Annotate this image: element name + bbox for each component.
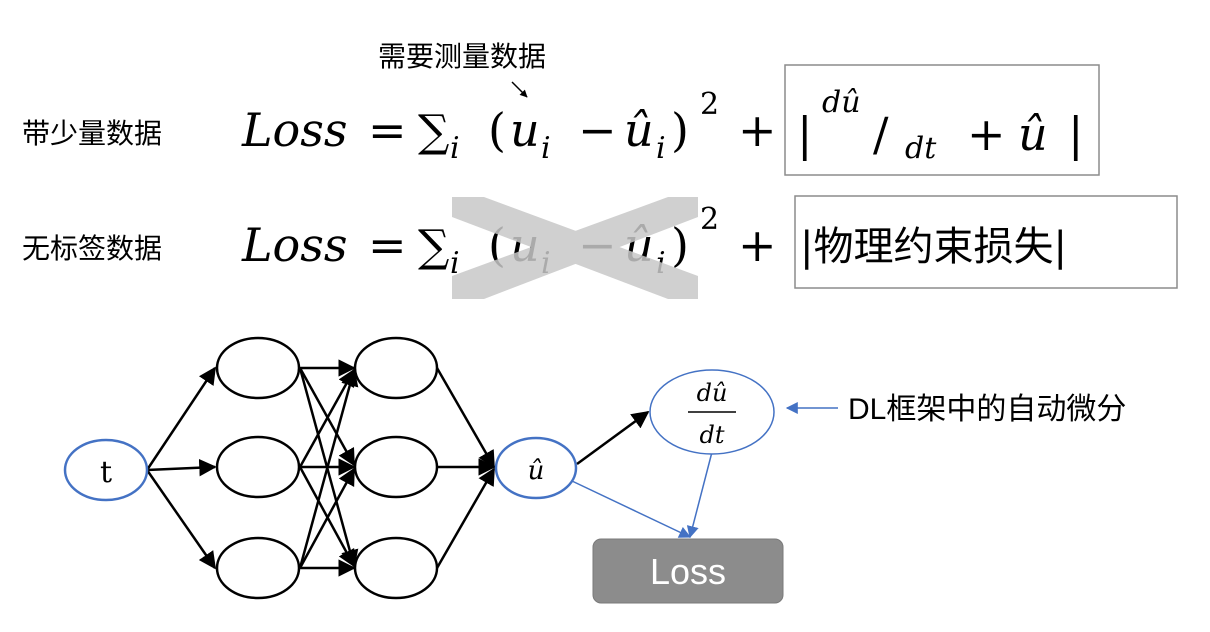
top-note-arrow <box>511 81 528 98</box>
row2-physics-box <box>794 195 1178 289</box>
autodiff-annotation: DL框架中的自动微分 <box>848 393 1126 426</box>
row1-box-plus: + <box>967 107 1006 161</box>
row2-box-text: |物理约束损失| <box>800 224 1067 270</box>
loss-box <box>592 538 784 604</box>
hidden1-node-3 <box>215 536 301 600</box>
hidden2-node-2 <box>353 435 439 499</box>
top-note: 需要测量数据 <box>378 40 546 73</box>
row2-equals: = <box>368 218 407 272</box>
row2-loss-word: Loss <box>241 218 347 272</box>
row2-plus: + <box>738 218 777 272</box>
output-node <box>494 436 578 500</box>
row2-sum-sub: i <box>450 246 460 281</box>
row1-box-slash: / <box>873 107 889 161</box>
row1-minus: − <box>578 103 617 157</box>
row1-equals: = <box>368 103 407 157</box>
network-blue-edges <box>571 402 838 539</box>
row1-box-content: | dû / dt + û | <box>797 85 1084 166</box>
row1-loss-word: Loss <box>241 103 347 157</box>
hidden1-node-2 <box>215 435 301 499</box>
row2-label: 无标签数据 <box>22 232 162 265</box>
row2-sum: ∑ <box>418 221 449 272</box>
derivative-numerator: dû <box>697 379 728 407</box>
row1-open-paren: ( <box>488 103 506 157</box>
row1-physics-box <box>784 64 1100 176</box>
row1-close-paren: ) <box>671 103 689 157</box>
row1-box-bar-right: | <box>1068 107 1084 161</box>
hidden2-node-1 <box>353 336 439 400</box>
row1-box-u-hat: û <box>1018 107 1048 161</box>
row1-sup-2: 2 <box>700 87 719 122</box>
row1-u: u <box>510 103 540 157</box>
network-edges <box>145 359 650 577</box>
row2-sup-2: 2 <box>700 202 719 237</box>
loss-box-label: Loss <box>650 551 726 592</box>
row1-formula: Loss = ∑ i ( u i − û i ) 2 + <box>241 87 777 166</box>
row1-box-bar-left: | <box>797 107 813 161</box>
strike-cross <box>452 197 698 299</box>
hidden2-node-3 <box>353 536 439 600</box>
derivative-denominator: dt <box>699 421 724 449</box>
hidden1-node-1 <box>215 336 301 400</box>
row1-label: 带少量数据 <box>22 117 162 150</box>
input-node-label: t <box>100 455 112 490</box>
row1-box-dt: dt <box>905 131 937 166</box>
row2-close-paren: ) <box>671 218 689 272</box>
row1-u-hat-sub: i <box>656 131 666 166</box>
input-node <box>63 438 149 502</box>
row1-sum-sub: i <box>450 131 460 166</box>
row1-u-hat: û <box>624 103 654 157</box>
row1-plus: + <box>738 103 777 157</box>
output-node-label: û <box>528 456 545 486</box>
row1-u-sub: i <box>541 131 551 166</box>
row1-sum: ∑ <box>418 106 449 157</box>
row1-box-du-hat: dû <box>822 85 861 120</box>
